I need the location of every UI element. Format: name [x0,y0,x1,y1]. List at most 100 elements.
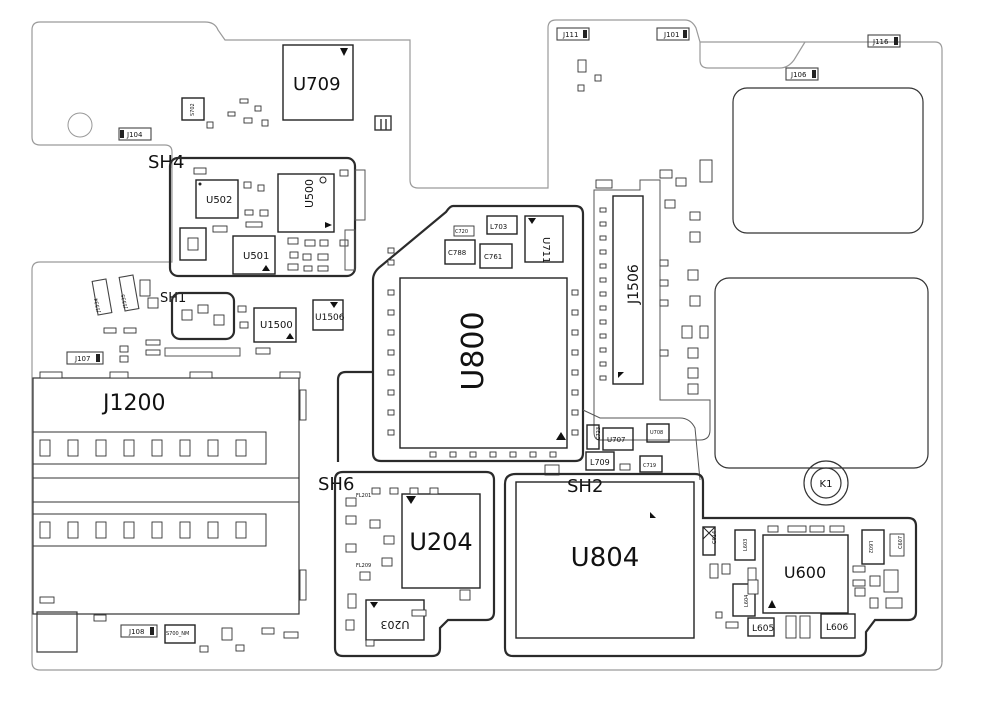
svg-text:C607: C607 [898,536,904,549]
connector-J1200: J1200 [32,371,307,615]
svg-text:C723: C723 [596,427,602,440]
svg-text:J111: J111 [562,31,578,39]
connector-J107: J107 [66,351,104,365]
u800-pads [387,247,579,458]
chip-U707: U707 [602,427,634,451]
j1506-side-parts [577,59,713,395]
label-SH6: SH6 [318,474,354,495]
j1200-pins-top [39,439,247,457]
svg-text:S702: S702 [190,103,196,116]
label-K1: K1 [820,479,833,490]
shield-J1506 [593,179,711,441]
chip-U203: U203 [365,599,425,641]
shield-SH1 [170,291,236,341]
svg-text:U500: U500 [303,179,316,208]
chip-U804: U804 [515,481,695,639]
svg-text:U600: U600 [784,563,826,582]
sh6-small-parts: FL201 FL209 [345,487,471,647]
board-notch [699,41,806,69]
svg-text:J1534: J1534 [94,298,103,314]
svg-text:L605: L605 [752,624,774,634]
svg-text:L606: L606 [826,623,848,633]
svg-text:J1535: J1535 [121,294,130,310]
svg-text:C614: C614 [712,531,718,544]
chip-U500: U500 [277,173,335,233]
chip-U501: U501 [232,235,276,275]
connector-J104: J104 [118,127,152,141]
svg-text:J108: J108 [128,628,144,636]
svg-text:C761: C761 [484,253,502,261]
svg-text:J101: J101 [663,31,679,39]
switch-S700_NM: S700_NM [164,624,196,644]
cap-C723: C723 [586,424,602,450]
connector-J1535: J1535 [118,274,140,312]
k1-outer [803,460,849,506]
connector-J111: J111 [556,27,590,41]
svg-text:L602: L602 [867,541,873,553]
can-mid-right [714,277,929,469]
board-outline [31,19,943,671]
connector-J106: J106 [785,67,819,81]
svg-text:U800: U800 [456,311,491,390]
connector-J1534: J1534 [91,278,113,316]
svg-text:U203: U203 [380,618,409,631]
svg-text:U502: U502 [206,195,232,206]
svg-text:S700_NM: S700_NM [166,631,189,637]
chip-U709: U709 [282,44,354,121]
can-upper-right [732,87,924,234]
svg-text:U708: U708 [650,430,663,436]
u600-parts: C614 L603 L604 L605 L606 L602 C607 [702,525,905,639]
svg-text:J104: J104 [126,131,143,139]
svg-text:J1506: J1506 [626,264,642,305]
svg-text:L603: L603 [743,539,749,551]
shield-U800 [371,204,585,463]
sh4-small-parts [193,167,349,272]
connector-J1506: J1506 [612,195,644,385]
svg-text:C788: C788 [448,249,466,257]
svg-text:L604: L604 [744,595,750,607]
chip-U502: U502 [195,179,239,219]
inductor-L709: L709 [585,451,615,471]
label-SH2: SH2 [567,476,603,497]
svg-text:U709: U709 [293,74,341,95]
switch-S702: S702 [181,97,205,121]
bottom-left-block [36,611,78,653]
svg-text:U711: U711 [540,237,551,263]
chip-U204: U204 [401,493,481,589]
svg-text:C719: C719 [643,463,656,469]
label-SH4: SH4 [148,152,184,173]
svg-text:C720: C720 [455,229,468,235]
svg-text:U1500: U1500 [260,320,293,331]
chip-U708: U708 [646,423,670,443]
chip-U711: U711 [524,215,564,263]
svg-text:U707: U707 [607,436,625,444]
mount-hole [67,112,93,138]
svg-text:L703: L703 [490,223,507,231]
chip-U1506: U1506 [312,299,345,331]
svg-text:U204: U204 [409,528,472,556]
shield-SH6 [333,470,496,658]
svg-text:FL209: FL209 [356,563,371,569]
j1506-pins [599,207,607,381]
mi-logo [374,115,392,131]
sh1-small-parts [103,304,271,363]
svg-text:U1506: U1506 [315,313,345,323]
chip-U1500: U1500 [253,307,297,343]
shield-U800-link [336,370,373,462]
svg-text:J116: J116 [872,38,889,46]
svg-text:L709: L709 [590,458,610,467]
connector-J108: J108 [120,624,158,638]
svg-text:J106: J106 [790,71,807,79]
u800-top-parts: C720 C788 C761 L703 [444,215,518,269]
svg-text:FL201: FL201 [356,493,371,499]
j1200-pins-bottom [39,521,247,539]
svg-text:U804: U804 [571,543,640,573]
svg-text:J1200: J1200 [101,391,165,416]
connector-J116: J116 [867,34,901,48]
connector-J101: J101 [656,27,690,41]
svg-text:U501: U501 [243,251,269,262]
k1-inner [810,467,842,499]
svg-text:J107: J107 [74,355,90,363]
chip-U600: U600 [762,534,849,614]
